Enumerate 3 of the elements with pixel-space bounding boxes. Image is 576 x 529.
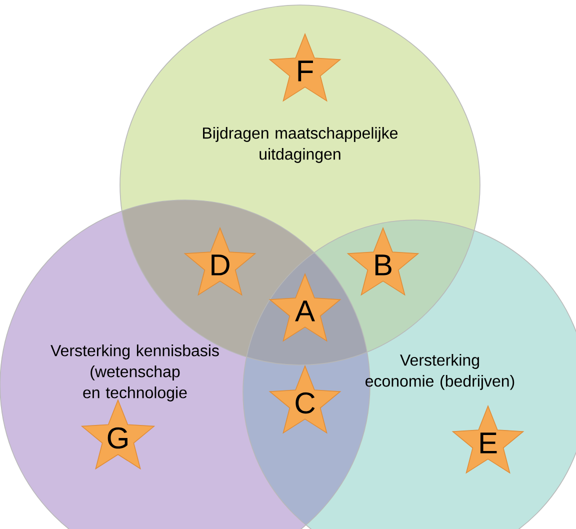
circle-label: Versterking economie (bedrijven) xyxy=(366,354,514,390)
circle-label: Versterking kennisbasis (wetenschap en technologie xyxy=(50,344,219,402)
circle-label: Bijdragen maatschappelijke uitdagingen xyxy=(203,127,398,163)
